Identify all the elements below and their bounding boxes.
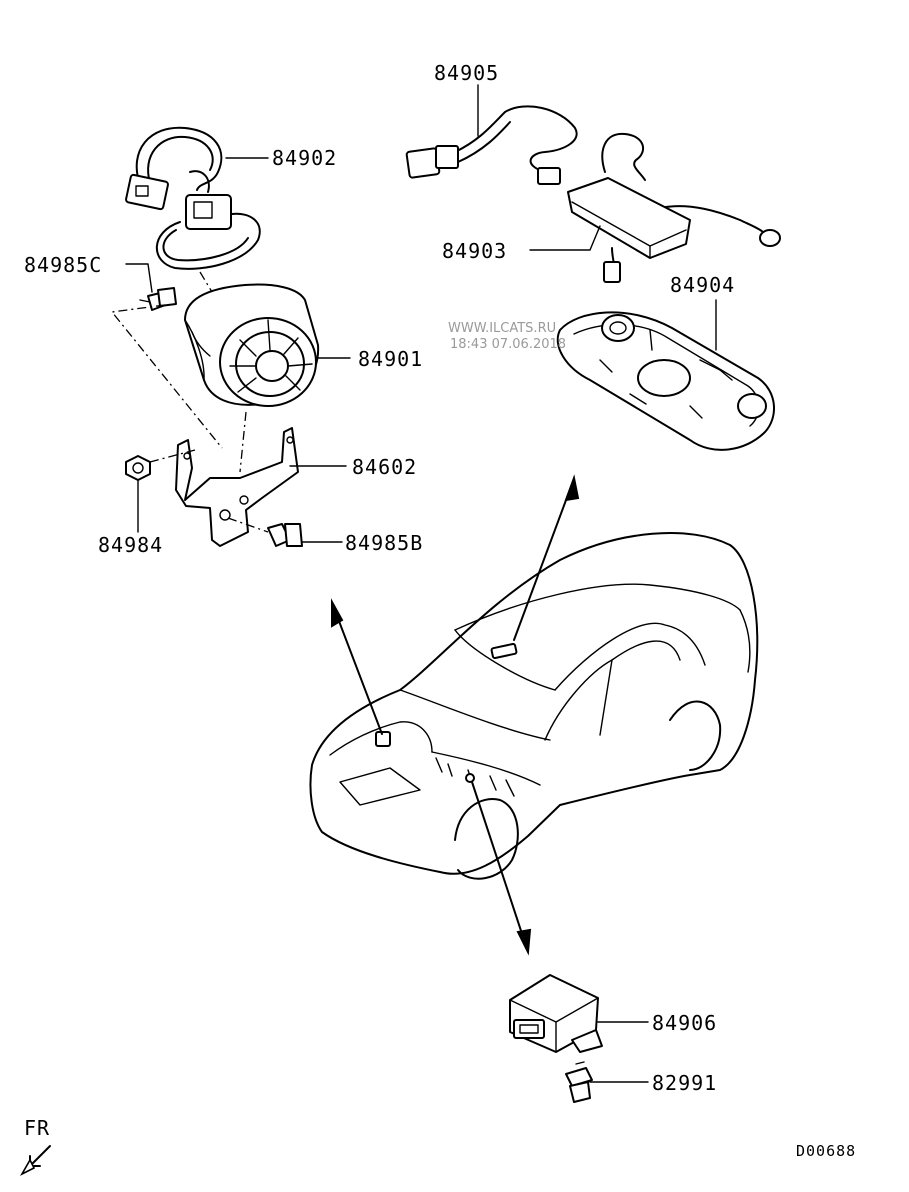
- pointer-arrows: [331, 474, 580, 956]
- label-84906: 84906: [652, 1011, 717, 1035]
- watermark-site: WWW.ILCATS.RU: [448, 321, 556, 336]
- siren-84901: [184, 283, 320, 407]
- label-84602: 84602: [352, 455, 417, 479]
- harness-84902: [125, 126, 261, 270]
- bracket-84602: [175, 427, 299, 547]
- label-84985B: 84985B: [345, 531, 423, 555]
- housing-84904: [556, 311, 776, 451]
- label-84902: 84902: [272, 146, 337, 170]
- label-84985C: 84985C: [24, 253, 102, 277]
- direction-arrow-icon: [19, 1158, 36, 1176]
- label-84901: 84901: [358, 347, 423, 371]
- module-84906: [509, 974, 603, 1053]
- sensor-84903: [537, 167, 691, 283]
- nut-84984: [125, 455, 151, 481]
- direction-indicator: FR: [19, 1116, 51, 1176]
- vehicle: [309, 532, 759, 880]
- harness-84905: [405, 105, 781, 247]
- label-84904: 84904: [670, 273, 735, 297]
- label-84984: 84984: [98, 533, 163, 557]
- bolt-82991: [565, 1061, 593, 1103]
- label-84905: 84905: [434, 61, 499, 85]
- label-82991: 82991: [652, 1071, 717, 1095]
- label-84903: 84903: [442, 239, 507, 263]
- diagram-code: D00688: [796, 1142, 856, 1160]
- leader-lines: [125, 84, 717, 1083]
- watermark-stamp: 18:43 07.06.2018: [450, 337, 566, 352]
- bolt-84985C: [139, 287, 177, 311]
- bolt-84985B: [267, 523, 303, 547]
- direction-label: FR: [24, 1116, 50, 1140]
